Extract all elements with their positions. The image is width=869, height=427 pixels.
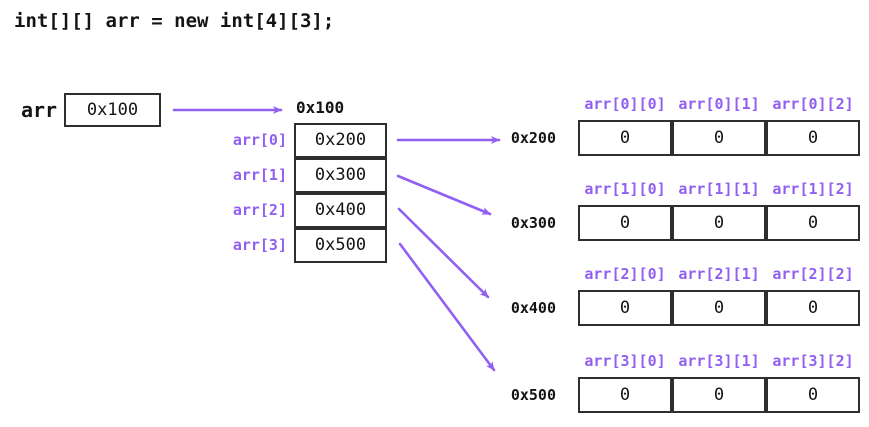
value-cell: 0 [766, 120, 860, 156]
row-headers: arr[3][0] arr[3][1] arr[3][2] [578, 352, 860, 370]
value-cell: 0 [578, 377, 672, 413]
value-cell: 0 [578, 205, 672, 241]
value-cell: 0 [672, 205, 766, 241]
row-headers: arr[2][0] arr[2][1] arr[2][2] [578, 265, 860, 283]
value-cell: 0 [766, 205, 860, 241]
row-headers: arr[1][0] arr[1][1] arr[1][2] [578, 180, 860, 198]
reference-cell: 0x200 [294, 123, 387, 158]
reference-cell: 0x300 [294, 158, 387, 193]
cell-header: arr[2][2] [772, 265, 854, 283]
spine-row-label: arr[3] [232, 236, 287, 254]
reference-cell: 0x400 [294, 193, 387, 228]
row-address-label: 0x200 [510, 129, 556, 147]
value-cell: 0 [578, 120, 672, 156]
reference-cell: 0x500 [294, 228, 387, 263]
memory-row: 0 0 0 [578, 290, 860, 326]
value-cell: 0 [578, 290, 672, 326]
cell-header: arr[1][1] [678, 180, 760, 198]
value-cell: 0 [766, 377, 860, 413]
value-cell: 0 [672, 120, 766, 156]
cell-header: arr[1][2] [772, 180, 854, 198]
row-headers: arr[0][0] arr[0][1] arr[0][2] [578, 95, 860, 113]
spine-row-label: arr[1] [232, 166, 287, 184]
variable-value-box: 0x100 [64, 93, 161, 127]
cell-header: arr[1][0] [584, 180, 666, 198]
memory-row: 0 0 0 [578, 205, 860, 241]
cell-header: arr[3][1] [678, 352, 760, 370]
cell-header: arr[3][2] [772, 352, 854, 370]
spine-row-label: arr[0] [232, 131, 287, 149]
value-cell: 0 [766, 290, 860, 326]
cell-header: arr[0][1] [678, 95, 760, 113]
row-address-label: 0x500 [510, 386, 556, 404]
cell-header: arr[0][2] [772, 95, 854, 113]
cell-header: arr[2][0] [584, 265, 666, 283]
row-address-label: 0x300 [510, 214, 556, 232]
spine-address-label: 0x100 [296, 98, 345, 117]
variable-name-label: arr [20, 98, 58, 122]
memory-row: 0 0 0 [578, 120, 860, 156]
cell-header: arr[2][1] [678, 265, 760, 283]
memory-row: 0 0 0 [578, 377, 860, 413]
cell-header: arr[3][0] [584, 352, 666, 370]
row-address-label: 0x400 [510, 299, 556, 317]
value-cell: 0 [672, 377, 766, 413]
reference-array: 0x200 0x300 0x400 0x500 [294, 123, 387, 263]
value-cell: 0 [672, 290, 766, 326]
spine-row-label: arr[2] [232, 201, 287, 219]
cell-header: arr[0][0] [584, 95, 666, 113]
code-declaration: int[][] arr = new int[4][3]; [14, 10, 335, 32]
